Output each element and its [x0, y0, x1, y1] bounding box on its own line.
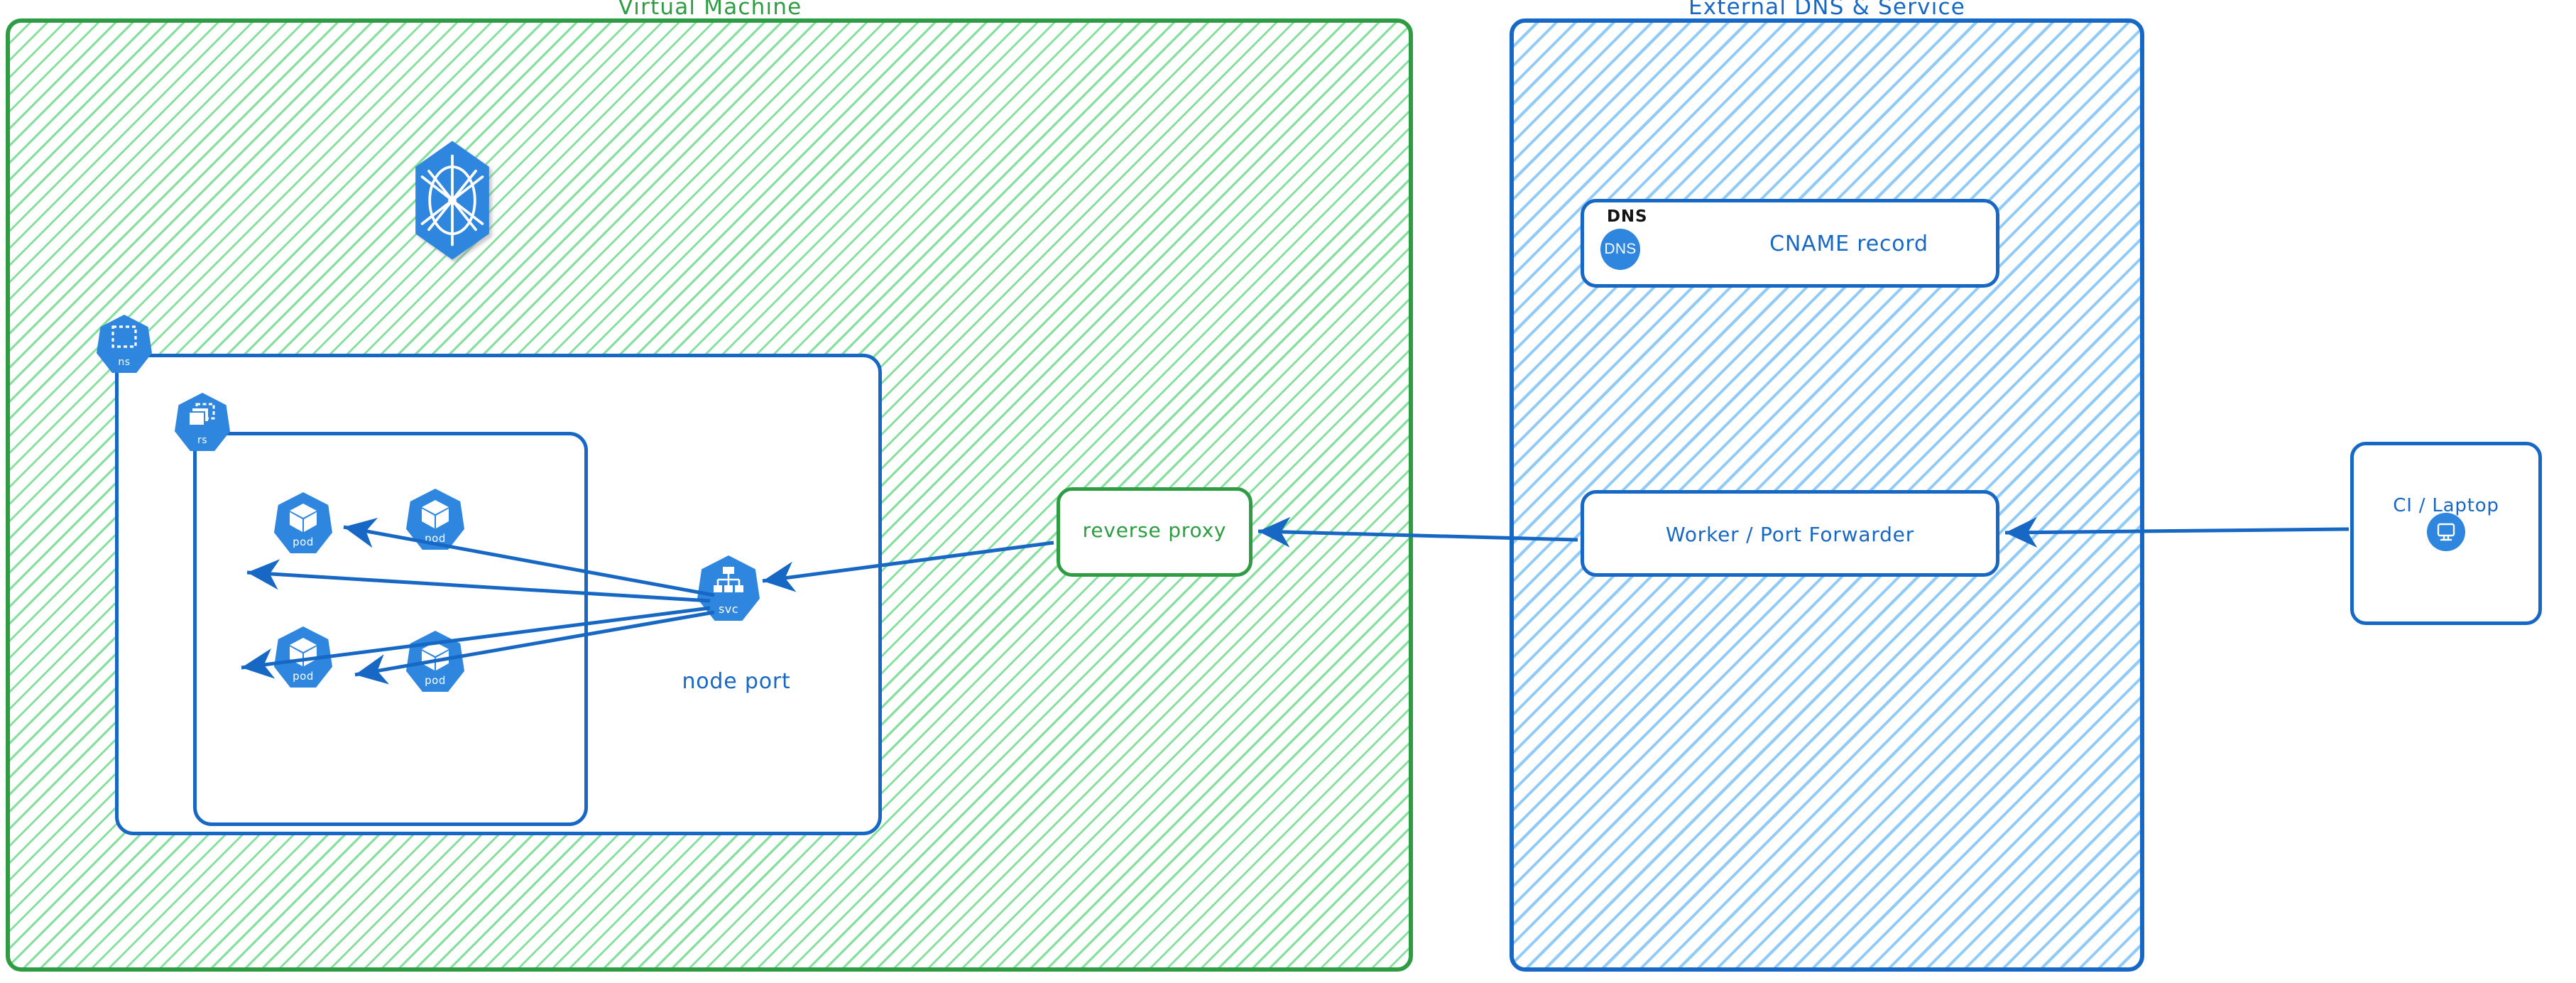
- worker-port-forwarder-box[interactable]: [1581, 490, 1999, 577]
- replicaset-container: [193, 432, 588, 826]
- replicaset-badge-label: rs: [197, 435, 208, 447]
- pod-badge-label-1: pod: [293, 536, 314, 549]
- replicaset-stacked-boxes-icon: [175, 402, 230, 429]
- namespace-badge: ns: [97, 315, 152, 373]
- service-tree-icon: [697, 566, 760, 594]
- pod-cube-icon: [274, 636, 332, 668]
- dns-caption: DNS: [1607, 207, 1648, 226]
- dns-record-card[interactable]: [1581, 199, 1999, 288]
- reverse-proxy-label: reverse proxy: [1082, 518, 1227, 542]
- group-external-dns-service-title: External DNS & Service: [1688, 0, 1966, 20]
- pod-badge-1: pod: [274, 492, 332, 553]
- service-badge-label: svc: [718, 602, 739, 616]
- worker-port-forwarder-label: Worker / Port Forwarder: [1665, 523, 1915, 546]
- replicaset-badge: rs: [175, 393, 230, 451]
- ci-laptop-box[interactable]: [2350, 442, 2542, 625]
- pod-cube-icon: [406, 641, 464, 672]
- kubernetes-wheel-logo: [410, 139, 494, 261]
- pod-badge-label-3: pod: [293, 670, 314, 683]
- group-virtual-machine-title: Virtual Machine: [618, 0, 802, 20]
- cname-record-label: CNAME record: [1769, 232, 1928, 256]
- pod-cube-icon: [274, 502, 332, 533]
- pod-cube-icon: [406, 499, 464, 530]
- desktop-monitor-icon: [2427, 513, 2465, 551]
- reverse-proxy-box[interactable]: [1057, 487, 1252, 577]
- dns-badge-icon: DNS: [1600, 229, 1640, 270]
- namespace-badge-label: ns: [118, 357, 131, 369]
- namespace-dashed-square-icon: [97, 324, 152, 349]
- pod-badge-label-4: pod: [425, 674, 446, 688]
- node-port-label: node port: [682, 669, 791, 694]
- dns-badge-text: DNS: [1604, 241, 1637, 257]
